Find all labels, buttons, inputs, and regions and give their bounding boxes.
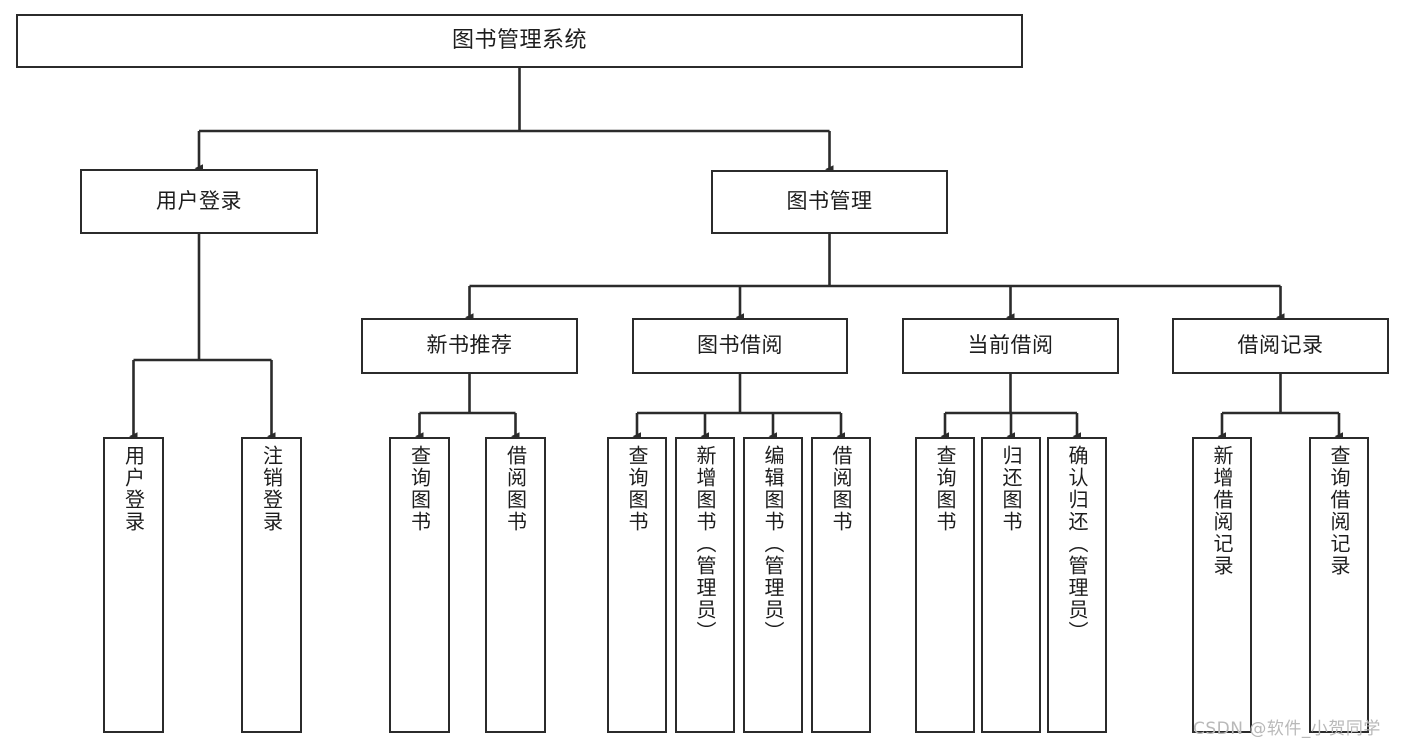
leaf-add-book-label: 新增图书（管理员） — [693, 445, 717, 643]
node-book-borrow[interactable]: 图书借阅 — [632, 318, 848, 374]
leaf-logout[interactable]: 注销登录 — [241, 437, 302, 733]
node-new-book-recommend[interactable]: 新书推荐 — [361, 318, 578, 374]
leaf-borrow-book-recommend-label: 借阅图书 — [503, 445, 528, 533]
leaf-query-book-borrow-label: 查询图书 — [625, 445, 649, 533]
leaf-query-book-recommend-label: 查询图书 — [407, 445, 432, 533]
leaf-borrow-book-label: 借阅图书 — [829, 445, 853, 533]
leaf-confirm-return[interactable]: 确认归还（管理员） — [1047, 437, 1107, 733]
leaf-add-borrow-record[interactable]: 新增借阅记录 — [1192, 437, 1252, 733]
leaf-query-borrow-record[interactable]: 查询借阅记录 — [1309, 437, 1369, 733]
node-book-manage[interactable]: 图书管理 — [711, 170, 948, 234]
leaf-edit-book-label: 编辑图书（管理员） — [761, 445, 785, 643]
leaf-borrow-book-recommend[interactable]: 借阅图书 — [485, 437, 546, 733]
leaf-return-book[interactable]: 归还图书 — [981, 437, 1041, 733]
leaf-return-book-label: 归还图书 — [999, 445, 1023, 533]
node-current-borrow-label: 当前借阅 — [967, 333, 1054, 358]
leaf-user-login-label: 用户登录 — [121, 445, 146, 533]
leaf-query-borrow-record-label: 查询借阅记录 — [1327, 445, 1351, 577]
node-root[interactable]: 图书管理系统 — [16, 14, 1023, 68]
leaf-confirm-return-label: 确认归还（管理员） — [1065, 445, 1089, 643]
watermark: CSDN @软件_小贺同学 — [1193, 719, 1381, 739]
node-borrow-record-label: 借阅记录 — [1237, 333, 1324, 358]
node-user-login-label: 用户登录 — [156, 188, 242, 213]
node-user-login[interactable]: 用户登录 — [80, 169, 318, 234]
node-book-manage-label: 图书管理 — [786, 189, 873, 214]
node-root-label: 图书管理系统 — [451, 27, 587, 53]
leaf-logout-label: 注销登录 — [259, 445, 284, 533]
leaf-edit-book[interactable]: 编辑图书（管理员） — [743, 437, 803, 733]
leaf-query-book-current-label: 查询图书 — [933, 445, 957, 533]
node-borrow-record[interactable]: 借阅记录 — [1172, 318, 1389, 374]
node-new-book-recommend-label: 新书推荐 — [426, 333, 513, 358]
leaf-query-book-recommend[interactable]: 查询图书 — [389, 437, 450, 733]
edge-paths — [129, 68, 1344, 441]
leaf-add-book[interactable]: 新增图书（管理员） — [675, 437, 735, 733]
leaf-borrow-book[interactable]: 借阅图书 — [811, 437, 871, 733]
node-book-borrow-label: 图书借阅 — [697, 333, 783, 358]
leaf-user-login[interactable]: 用户登录 — [103, 437, 164, 733]
leaf-add-borrow-record-label: 新增借阅记录 — [1210, 445, 1234, 577]
node-current-borrow[interactable]: 当前借阅 — [902, 318, 1119, 374]
leaf-query-book-borrow[interactable]: 查询图书 — [607, 437, 667, 733]
leaf-query-book-current[interactable]: 查询图书 — [915, 437, 975, 733]
